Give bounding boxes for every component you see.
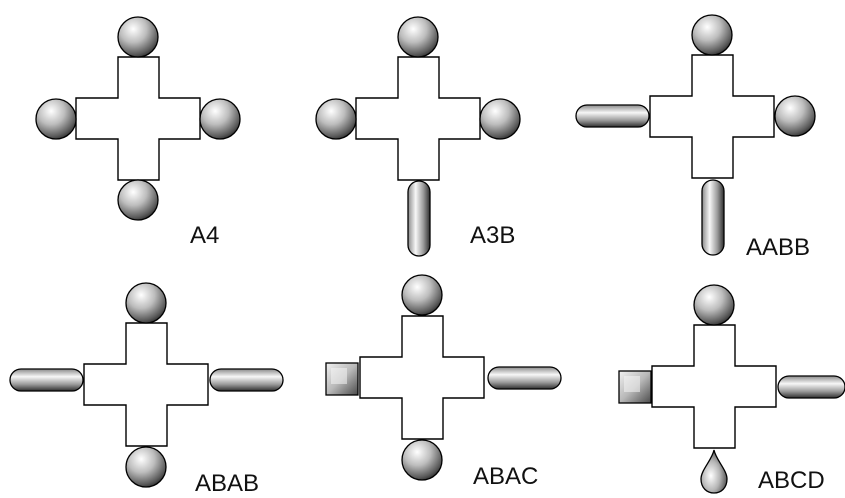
label-abab: ABAB bbox=[195, 470, 260, 497]
sphere-substituent-right bbox=[479, 98, 521, 140]
cross-core bbox=[355, 56, 481, 181]
sphere-substituent-top bbox=[693, 284, 735, 326]
molecule-abab bbox=[9, 282, 284, 488]
cross-core bbox=[651, 324, 777, 449]
rod-substituent-right bbox=[209, 368, 284, 392]
rod-substituent-right bbox=[777, 375, 845, 399]
rod-substituent-bottom bbox=[407, 180, 431, 257]
label-aabb: AABB bbox=[746, 234, 811, 261]
molecule-a4 bbox=[35, 16, 241, 221]
sphere-substituent-bottom bbox=[125, 446, 167, 488]
sphere-substituent-top bbox=[125, 282, 167, 324]
teardrop-substituent-bottom bbox=[700, 449, 728, 494]
sphere-substituent-right bbox=[774, 95, 816, 137]
molecule-aabb bbox=[575, 14, 816, 256]
molecule-abcd bbox=[618, 284, 845, 494]
cross-core bbox=[75, 56, 201, 181]
label-abcd: ABCD bbox=[758, 467, 825, 494]
sphere-substituent-left bbox=[35, 98, 77, 140]
sphere-substituent-top bbox=[117, 16, 159, 58]
sphere-substituent-right bbox=[199, 98, 241, 140]
sphere-substituent-bottom bbox=[401, 439, 443, 481]
molecule-a3b bbox=[315, 16, 521, 257]
rod-substituent-bottom bbox=[701, 179, 725, 256]
sphere-substituent-top bbox=[397, 16, 439, 58]
label-abac: ABAC bbox=[473, 463, 539, 490]
cross-core bbox=[359, 315, 485, 440]
molecule-abac bbox=[325, 274, 562, 481]
cross-core bbox=[83, 322, 209, 447]
sphere-substituent-bottom bbox=[117, 179, 159, 221]
cube-face-highlight bbox=[624, 376, 640, 392]
cube-face-highlight bbox=[331, 368, 347, 384]
rod-substituent-right bbox=[487, 366, 562, 390]
cross-core bbox=[649, 54, 775, 179]
label-a3b: A3B bbox=[470, 222, 516, 249]
rod-substituent-left bbox=[9, 368, 84, 392]
rod-substituent-left bbox=[575, 104, 650, 128]
label-a4: A4 bbox=[190, 222, 220, 249]
sphere-substituent-top bbox=[691, 14, 733, 56]
sphere-substituent-left bbox=[315, 98, 357, 140]
sphere-substituent-top bbox=[401, 274, 443, 316]
